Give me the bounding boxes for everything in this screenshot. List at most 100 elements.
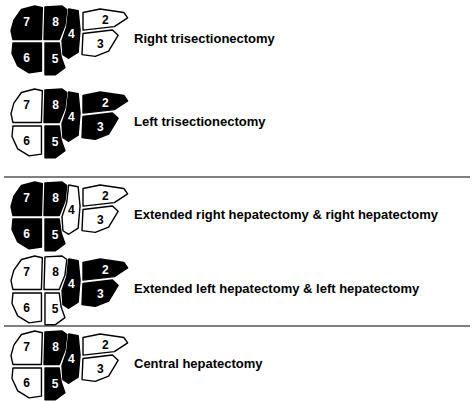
liver-segment: 6 xyxy=(10,217,43,251)
liver-segment: 7 xyxy=(9,254,44,291)
segment-shape xyxy=(12,368,41,398)
segment-number: 5 xyxy=(52,378,59,390)
liver-segment: 5 xyxy=(43,291,67,327)
segment-number: 8 xyxy=(52,341,59,353)
procedure-label: Extended left hepatectomy & left hepatec… xyxy=(134,281,419,297)
segment-shape xyxy=(11,331,42,364)
segment-shape xyxy=(82,355,118,381)
segment-shape xyxy=(11,182,42,215)
segment-number: 3 xyxy=(97,363,104,375)
segment-shape xyxy=(83,259,128,280)
segment-shape xyxy=(82,206,118,232)
liver-segment: 3 xyxy=(80,353,120,383)
segment-number: 3 xyxy=(97,214,104,226)
segment-shape xyxy=(11,256,42,289)
segment-number: 8 xyxy=(52,192,59,204)
procedure-label: Left trisectionectomy xyxy=(134,114,265,130)
segment-shape xyxy=(83,185,128,206)
segment-shape xyxy=(62,9,80,58)
segment-number: 4 xyxy=(68,28,75,40)
segment-shape xyxy=(44,256,67,289)
liver-segment: 6 xyxy=(10,41,43,75)
segment-number: 7 xyxy=(23,266,30,278)
segment-number: 2 xyxy=(102,264,109,276)
segment-number: 2 xyxy=(102,190,109,202)
liver-segment: 4 xyxy=(60,332,82,385)
liver-segment: 5 xyxy=(43,366,67,401)
segment-shape xyxy=(44,182,67,215)
segment-number: 3 xyxy=(97,121,104,133)
segment-shape xyxy=(83,9,128,30)
segment-number: 5 xyxy=(52,53,59,65)
segment-number: 4 xyxy=(68,278,75,290)
segment-shape xyxy=(62,259,80,308)
segment-shape xyxy=(62,334,80,383)
segment-shape xyxy=(62,185,80,234)
liver-segment: 6 xyxy=(10,366,43,400)
segment-number: 7 xyxy=(23,99,30,111)
segment-number: 4 xyxy=(68,111,75,123)
liver-segment: 4 xyxy=(60,90,82,143)
liver-segment: 4 xyxy=(60,7,82,60)
segment-number: 5 xyxy=(52,136,59,148)
segment-shape xyxy=(11,6,42,39)
segment-number: 2 xyxy=(102,339,109,351)
liver-segment: 7 xyxy=(9,4,44,41)
liver-segment: 5 xyxy=(43,124,67,160)
segment-shape xyxy=(12,126,41,156)
segment-shape xyxy=(45,126,65,158)
segment-shape xyxy=(12,293,41,323)
liver-segment: 7 xyxy=(9,329,44,366)
segment-shape xyxy=(83,92,128,113)
segment-shape xyxy=(44,331,67,364)
segment-number: 2 xyxy=(102,14,109,26)
segment-number: 3 xyxy=(97,288,104,300)
liver-segment: 2 xyxy=(81,183,130,208)
segment-number: 8 xyxy=(52,99,59,111)
liver-segment: 2 xyxy=(81,7,130,32)
procedure-label: Right trisectionectomy xyxy=(134,31,275,47)
liver-segment: 7 xyxy=(9,87,44,124)
liver-segment: 5 xyxy=(43,217,67,253)
liver-segment: 7 xyxy=(9,180,44,217)
segment-shape xyxy=(82,30,118,56)
segment-number: 5 xyxy=(52,303,59,315)
segment-shape xyxy=(45,293,65,325)
liver-segment: 3 xyxy=(80,28,120,58)
segment-shape xyxy=(82,280,118,306)
segment-number: 6 xyxy=(23,135,30,147)
segment-shape xyxy=(45,43,65,75)
liver-segment: 3 xyxy=(80,111,120,141)
procedure-label: Central hepatectomy xyxy=(134,356,263,372)
segment-number: 8 xyxy=(52,266,59,278)
segment-shape xyxy=(44,89,67,122)
segment-number: 7 xyxy=(23,192,30,204)
segment-number: 3 xyxy=(97,38,104,50)
segment-number: 8 xyxy=(52,16,59,28)
segment-shape xyxy=(62,92,80,141)
segment-shape xyxy=(12,43,41,73)
liver-segment: 4 xyxy=(60,183,82,236)
segment-number: 7 xyxy=(23,16,30,28)
segment-shape xyxy=(11,89,42,122)
liver-segment: 3 xyxy=(80,278,120,308)
liver-segment: 2 xyxy=(81,257,130,282)
separator-line xyxy=(4,176,470,177)
segment-number: 4 xyxy=(68,353,75,365)
segment-number: 2 xyxy=(102,97,109,109)
liver-segment: 4 xyxy=(60,257,82,310)
liver-segment: 5 xyxy=(43,41,67,77)
segment-number: 7 xyxy=(23,341,30,353)
segment-number: 6 xyxy=(23,228,30,240)
liver-segment: 2 xyxy=(81,332,130,357)
liver-segment: 3 xyxy=(80,204,120,234)
separator-line xyxy=(4,325,470,326)
segment-number: 5 xyxy=(52,229,59,241)
segment-shape xyxy=(44,6,67,39)
segment-shape xyxy=(83,334,128,355)
segment-shape xyxy=(82,113,118,139)
procedure-label: Extended right hepatectomy & right hepat… xyxy=(134,207,438,223)
segment-number: 6 xyxy=(23,52,30,64)
segment-shape xyxy=(45,219,65,251)
liver-segment: 2 xyxy=(81,90,130,115)
